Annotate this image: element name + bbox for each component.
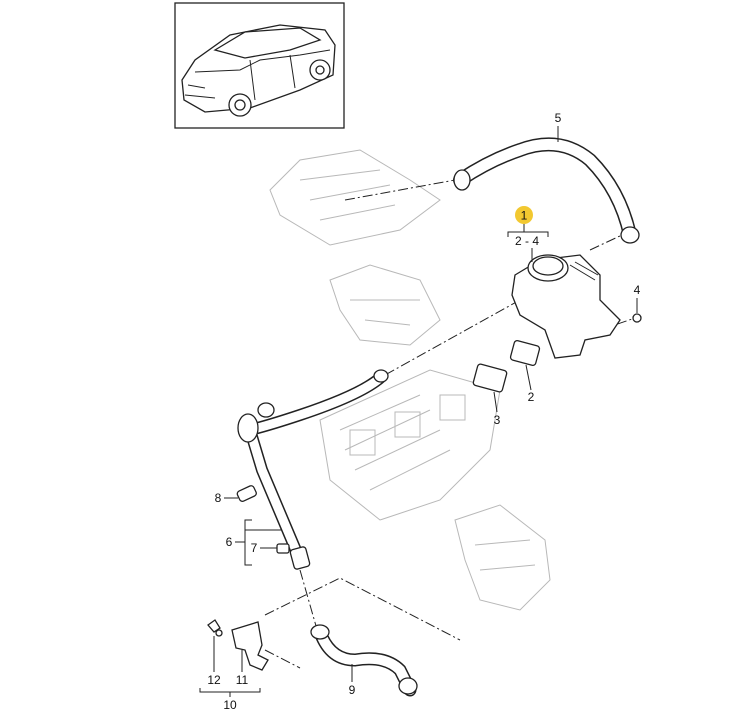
callout-7: 7 [251, 541, 277, 555]
svg-text:8: 8 [215, 491, 222, 505]
bracket-part [231, 621, 269, 671]
gasket-large-part [472, 363, 508, 393]
highlight-badge [515, 206, 533, 224]
callout-8: 8 [215, 491, 238, 505]
callout-10: 10 [199, 688, 261, 712]
screw-part [632, 313, 642, 323]
hose-lower-part [310, 624, 418, 697]
hose-upper-part [453, 137, 640, 244]
svg-text:7: 7 [251, 541, 258, 555]
callout-1: 1 2 - 4 [507, 206, 549, 262]
callout-12: 12 [207, 636, 221, 687]
callout-2: 2 [525, 364, 535, 404]
gasket-small-part [509, 340, 541, 366]
engine-outline [269, 149, 551, 611]
svg-text:3: 3 [494, 413, 501, 427]
breather-pipe-part [237, 369, 389, 570]
plug-lower-part [276, 543, 290, 554]
callout-5: 5 [555, 111, 562, 142]
svg-text:5: 5 [555, 111, 562, 125]
dash-hose5-engine [344, 179, 456, 201]
vehicle-thumbnail [174, 2, 345, 129]
callout-6: 6 [226, 519, 282, 566]
callout-11: 11 [236, 650, 249, 687]
clip-part [207, 619, 223, 637]
svg-text:2: 2 [528, 390, 535, 404]
svg-text:9: 9 [349, 683, 356, 697]
svg-text:2 - 4: 2 - 4 [515, 234, 539, 248]
callout-3: 3 [493, 391, 501, 427]
callout-9: 9 [349, 664, 356, 697]
svg-text:10: 10 [223, 698, 237, 712]
svg-text:12: 12 [207, 673, 221, 687]
dash-separator-hose5 [589, 234, 623, 251]
svg-text:11: 11 [236, 673, 249, 687]
oil-separator-part [511, 254, 621, 359]
svg-text:4: 4 [634, 283, 641, 297]
dash-separator-pipe [384, 299, 521, 376]
callout-4: 4 [634, 283, 641, 313]
svg-text:6: 6 [226, 535, 233, 549]
plug-upper-part [236, 485, 257, 502]
svg-text:1: 1 [521, 209, 528, 223]
